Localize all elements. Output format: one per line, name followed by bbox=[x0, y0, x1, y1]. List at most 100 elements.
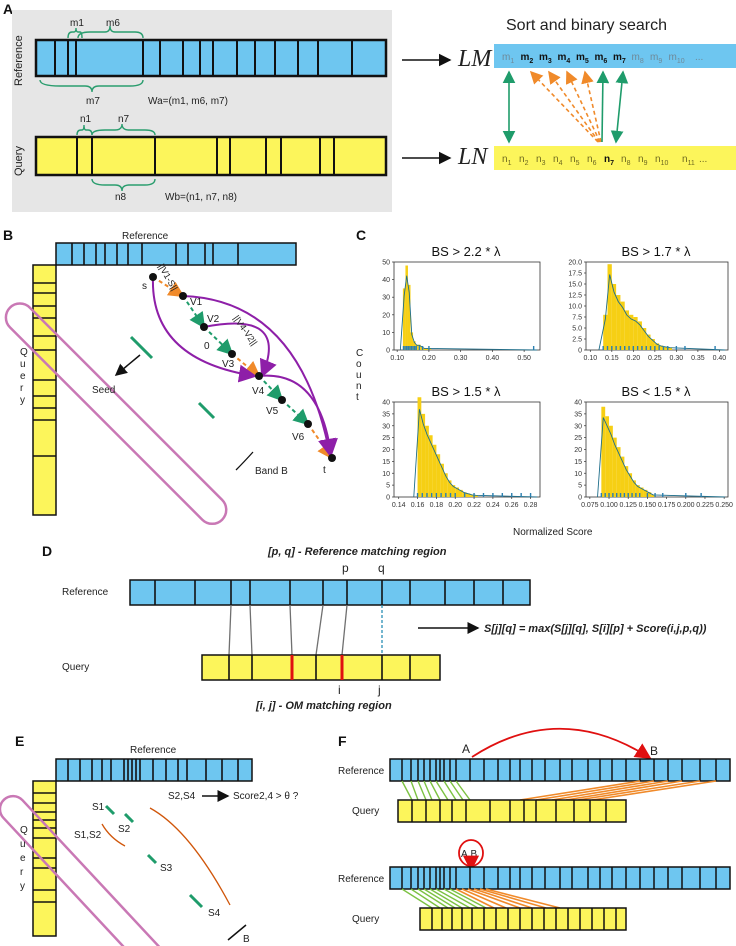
hist-bar bbox=[447, 480, 452, 497]
hist-bar bbox=[624, 466, 629, 497]
y-tick-label: 20 bbox=[382, 447, 390, 454]
vertical-letter: e bbox=[20, 371, 26, 382]
list-n-item: n11 bbox=[682, 154, 695, 167]
hist-bar bbox=[425, 425, 429, 497]
plot-frame bbox=[393, 261, 541, 351]
f-green-link bbox=[417, 780, 427, 801]
panel-b-path bbox=[151, 276, 338, 460]
e-label-s3: S3 bbox=[160, 863, 173, 874]
window-wb: Wb=(n1, n7, n8) bbox=[165, 192, 237, 203]
f-reference-label-1: Reference bbox=[338, 766, 385, 777]
vertical-letter: y bbox=[20, 395, 25, 406]
y-tick-label: 10.0 bbox=[568, 304, 582, 311]
brace-label-n1: n1 bbox=[80, 114, 92, 125]
x-tick-label: 0.075 bbox=[581, 502, 599, 509]
d-reference-bar bbox=[129, 579, 531, 606]
y-tick-label: 20 bbox=[382, 312, 390, 319]
hist-bar bbox=[421, 413, 426, 497]
panel-b-reference-label: Reference bbox=[122, 231, 169, 242]
f-query-label-2: Query bbox=[352, 914, 379, 925]
x-tick-label: 0.10 bbox=[390, 355, 404, 362]
panel-a-reference-label: Reference bbox=[13, 35, 25, 86]
list-n-item: n7 bbox=[604, 154, 614, 167]
list-n-item: n9 bbox=[638, 154, 648, 167]
hist-bar bbox=[611, 284, 617, 350]
e-band-brace bbox=[227, 924, 247, 941]
vertical-letter: n bbox=[356, 381, 362, 392]
path-node bbox=[328, 454, 336, 462]
f-orange-link bbox=[473, 888, 533, 909]
f-query-label-1: Query bbox=[352, 806, 379, 817]
e-label-s1: S1 bbox=[92, 802, 105, 813]
vertical-letter: r bbox=[20, 383, 24, 394]
path-node bbox=[228, 350, 236, 358]
hist-bar bbox=[628, 473, 633, 497]
hist-bar bbox=[667, 347, 673, 350]
vertical-letter: e bbox=[20, 853, 26, 864]
f-green-link bbox=[401, 780, 413, 801]
hist-bar bbox=[443, 473, 448, 497]
x-axis-label: Normalized Score bbox=[513, 527, 593, 538]
panel-label-f: F bbox=[338, 733, 347, 749]
d-label-q: q bbox=[378, 561, 385, 575]
x-tick-label: 0.50 bbox=[517, 355, 531, 362]
y-tick-label: 30 bbox=[382, 423, 390, 430]
histogram-title: BS < 1.5 * λ bbox=[621, 384, 691, 399]
x-tick-label: 0.28 bbox=[524, 502, 538, 509]
y-tick-label: 15 bbox=[382, 459, 390, 466]
hist-bar bbox=[407, 284, 411, 350]
vertical-letter: y bbox=[20, 881, 25, 892]
e-pair-right: S2,S4 bbox=[168, 791, 196, 802]
y-tick-label: 30 bbox=[574, 423, 582, 430]
y-tick-label: 5 bbox=[386, 483, 390, 490]
d-query-ticks bbox=[228, 655, 411, 680]
x-tick-label: 0.250 bbox=[715, 502, 733, 509]
f-green-link bbox=[443, 888, 479, 909]
list-m-item: m5 bbox=[576, 52, 589, 65]
list-m-item: m10 bbox=[669, 52, 685, 65]
path-node bbox=[304, 420, 312, 428]
list-m-item: ... bbox=[695, 52, 703, 63]
y-tick-label: 40 bbox=[574, 400, 582, 407]
hist-bar bbox=[654, 343, 660, 350]
y-tick-label: 40 bbox=[382, 400, 390, 407]
f-orange-link bbox=[519, 780, 641, 801]
x-tick-label: 0.200 bbox=[677, 502, 695, 509]
x-tick-label: 0.40 bbox=[486, 355, 500, 362]
panel-a-reference-ticks bbox=[54, 40, 353, 76]
f-green-link bbox=[410, 888, 441, 909]
f-green-link bbox=[449, 888, 487, 909]
hist-bar bbox=[440, 463, 444, 497]
x-tick-label: 0.20 bbox=[627, 355, 641, 362]
y-tick-label: 12.5 bbox=[568, 293, 582, 300]
list-m-item: m1 bbox=[502, 52, 514, 65]
list-n-item: n3 bbox=[536, 154, 546, 167]
y-tick-label: 2.5 bbox=[572, 337, 582, 344]
y-tick-label: 20 bbox=[574, 447, 582, 454]
panel-b-reference-ticks bbox=[71, 243, 239, 265]
path-node-label: V2 bbox=[207, 314, 220, 325]
f-orange-link bbox=[455, 888, 495, 909]
y-tick-label: 0 bbox=[578, 495, 582, 502]
vertical-letter: Q bbox=[20, 347, 28, 358]
y-tick-label: 50 bbox=[382, 260, 390, 267]
panel-a: A Reference m1 m6 m7 Wa=(m1, m6, m7) Que… bbox=[3, 1, 736, 212]
path-node bbox=[179, 292, 187, 300]
f-query-ticks-2 bbox=[431, 908, 617, 930]
panel-b-band bbox=[4, 302, 228, 526]
f-orange-link bbox=[565, 780, 683, 801]
list-n-item: n8 bbox=[621, 154, 631, 167]
histogram-title: BS > 2.2 * λ bbox=[431, 244, 501, 259]
f-green-link bbox=[429, 888, 463, 909]
f-orange-link bbox=[461, 888, 507, 909]
vertical-letter: u bbox=[20, 359, 26, 370]
hist-bar bbox=[647, 492, 652, 497]
x-tick-label: 0.24 bbox=[486, 502, 500, 509]
hist-bar bbox=[620, 301, 625, 350]
annotation-v1-s: ||V1-S|| bbox=[156, 262, 179, 292]
hist-bar bbox=[432, 444, 437, 497]
e-label-s2: S2 bbox=[118, 824, 131, 835]
